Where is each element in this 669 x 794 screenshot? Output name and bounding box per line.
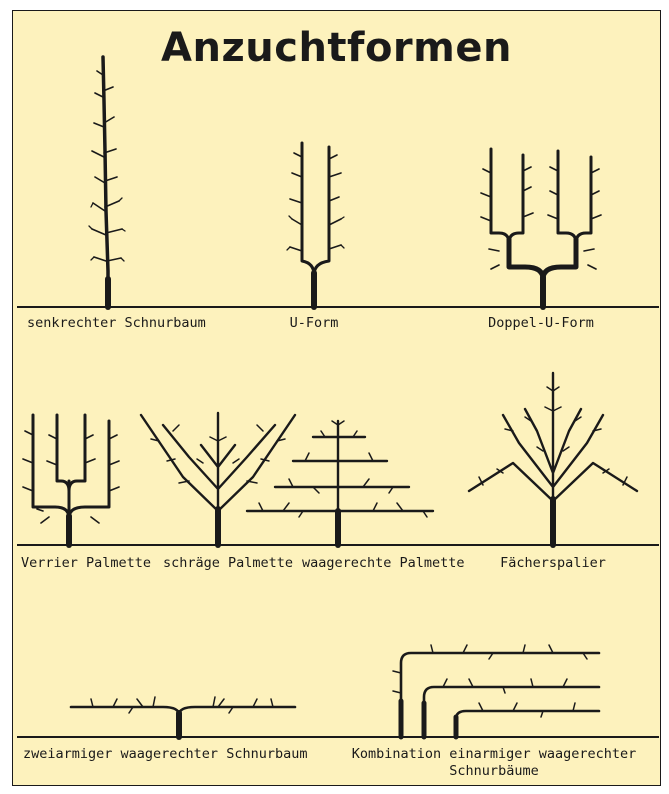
illustration-canvas: [13, 11, 661, 786]
tree-kombination-schnurbaeume: [393, 645, 599, 737]
tree-schraege-palmette: [141, 413, 295, 545]
tree-u-form: [287, 143, 344, 307]
tree-faecherspalier: [469, 373, 637, 545]
label-doppel-u-form: Doppel-U-Form: [488, 315, 594, 332]
label-kombination-line-2: Schnurbäume: [449, 763, 538, 780]
tree-verrier-palmette: [23, 415, 119, 545]
tree-zweiarmiger-schnurbaum: [71, 697, 295, 737]
label-schraege-palmette: schräge Palmette: [163, 555, 293, 572]
label-zweiarmiger-schnurbaum: zweiarmiger waagerechter Schnurbaum: [23, 746, 307, 763]
tree-doppel-u-form: [481, 149, 601, 307]
label-verrier-palmette: Verrier Palmette: [21, 555, 151, 572]
tree-senkrechter-schnurbaum: [89, 57, 125, 307]
label-kombination-line-1: Kombination einarmiger waagerechter: [352, 746, 636, 763]
label-faecherspalier: Fächerspalier: [500, 555, 606, 572]
label-senkrechter-schnurbaum: senkrechter Schnurbaum: [27, 315, 206, 332]
label-u-form: U-Form: [290, 315, 339, 332]
label-waagerechte-palmette: waagerechte Palmette: [302, 555, 465, 572]
tree-waagerechte-palmette: [247, 421, 433, 545]
poster-frame: Anzuchtformen: [12, 10, 661, 786]
